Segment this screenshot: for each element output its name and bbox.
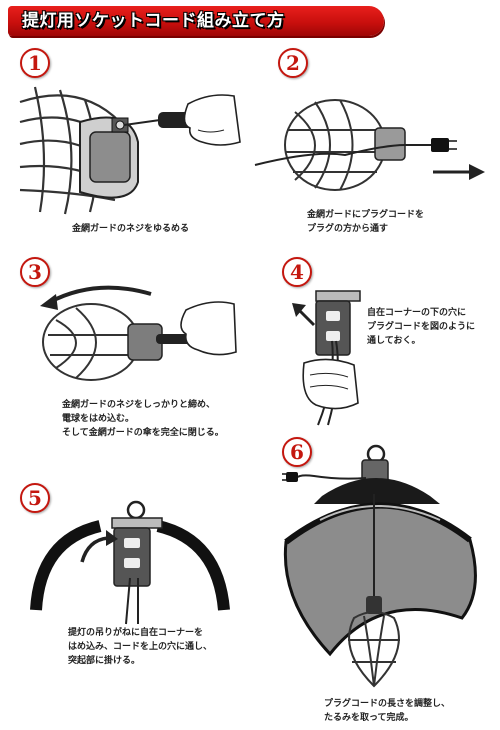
step-3-caption-line-2: 電球をはめ込む。 (62, 414, 135, 424)
step-3-badge: 3 (20, 257, 50, 287)
step-2-number: 2 (286, 51, 300, 75)
step-5-badge: 5 (20, 483, 50, 513)
step-5-caption: 提灯の吊りがねに自在コーナーを はめ込み、コードを上の穴に通し、 突起部に掛ける… (68, 626, 212, 668)
step-4-number: 4 (290, 260, 304, 284)
step-5-caption-line-3: 突起部に掛ける。 (68, 656, 141, 666)
step-1-badge: 1 (20, 48, 50, 78)
step-5-caption-line-1: 提灯の吊りがねに自在コーナーを (68, 628, 204, 638)
step-6-illustration (282, 444, 477, 688)
step-6-caption-line-2: たるみを取って完成。 (324, 713, 414, 723)
step-6-caption: プラグコードの長さを調整し、 たるみを取って完成。 (324, 697, 450, 725)
step-1-caption: 金網ガードのネジをゆるめる (72, 222, 189, 236)
step-2-caption-line-1: 金網ガードにプラグコードを (307, 210, 425, 220)
step-1-illustration (19, 86, 241, 215)
step-4-caption-line-2: プラグコードを図のように (367, 322, 476, 332)
step-5-illustration (30, 500, 230, 625)
step-3-caption-line-1: 金網ガードのネジをしっかりと締め、 (62, 400, 216, 410)
step-6-number: 6 (290, 440, 304, 464)
step-3-illustration (40, 285, 237, 381)
page-title: 提灯用ソケットコード組み立て方 (22, 11, 285, 31)
step-6-caption-line-1: プラグコードの長さを調整し、 (324, 699, 451, 709)
title-banner: 提灯用ソケットコード組み立て方 (8, 6, 384, 36)
step-5-number: 5 (28, 486, 42, 510)
step-4-caption-line-3: 通しておく。 (367, 336, 421, 346)
step-3-caption: 金網ガードのネジをしっかりと締め、 電球をはめ込む。 そして金網ガードの傘を完全… (62, 398, 224, 440)
step-6-badge: 6 (282, 437, 312, 467)
step-5-caption-line-2: はめ込み、コードを上の穴に通し、 (68, 642, 213, 652)
step-4-illustration (292, 290, 361, 426)
step-4-caption-line-1: 自在コーナーの下の穴に (367, 308, 467, 318)
step-2-caption: 金網ガードにプラグコードを プラグの方から通す (307, 208, 424, 236)
step-1-number: 1 (28, 51, 42, 75)
step-4-caption: 自在コーナーの下の穴に プラグコードを図のように 通しておく。 (367, 306, 475, 348)
step-2-caption-line-2: プラグの方から通す (307, 224, 389, 234)
step-1-caption-line: 金網ガードのネジをゆるめる (72, 224, 190, 234)
step-2-badge: 2 (278, 48, 308, 78)
step-2-illustration (254, 99, 485, 191)
step-4-badge: 4 (282, 257, 312, 287)
step-3-number: 3 (28, 260, 42, 284)
step-3-caption-line-3: そして金網ガードの傘を完全に閉じる。 (62, 428, 224, 438)
